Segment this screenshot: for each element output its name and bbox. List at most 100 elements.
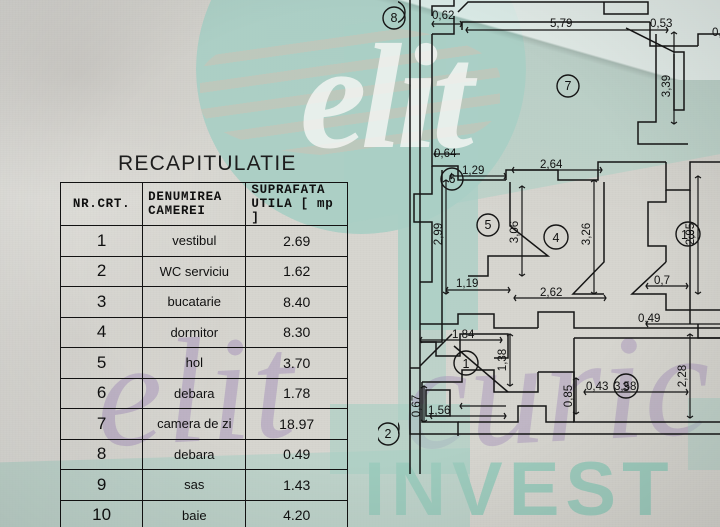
dim-5-79: 5,79 <box>550 18 572 30</box>
dim-3-39: 3,39 <box>661 75 673 97</box>
cell-area: 8.40 <box>245 286 348 318</box>
cell-area: 1.43 <box>245 469 348 501</box>
dim-2-62: 2,62 <box>540 287 562 299</box>
cell-area: 18.97 <box>245 408 348 440</box>
floor-plan-drawing: 0,62 5,79 0,53 0,9 3,39 0,64 1,29 2,64 2… <box>398 0 720 474</box>
room-number-13: 13 <box>681 228 695 242</box>
cell-room-name: camera de zi <box>142 408 247 440</box>
recapitulatie-table: NR.CRT. DENUMIREA CAMEREI SUPRAFATA UTIL… <box>59 182 348 527</box>
cell-room-name: dormitor <box>142 316 247 348</box>
plan-room-markers <box>398 1 701 435</box>
room-marker-circle-3 <box>613 373 639 399</box>
cell-area: 1.78 <box>245 377 348 409</box>
dim-0-64: 0,64 <box>434 148 457 160</box>
cell-area: 4.20 <box>245 499 348 527</box>
dim-2-99: 2,99 <box>433 223 445 245</box>
dim-1-29: 1,29 <box>462 165 484 177</box>
cell-area: 3.70 <box>245 347 348 379</box>
room-number-4: 4 <box>553 231 560 245</box>
room-number-2-outer: 2 <box>385 427 392 441</box>
room-marker-circle-7 <box>556 74 580 98</box>
cell-room-name: debara <box>142 438 247 470</box>
dim-1-19: 1,19 <box>456 278 478 290</box>
room-number-5: 5 <box>485 218 492 232</box>
dim-3-06: 3,06 <box>509 221 521 243</box>
column-header-nr: NR.CRT. <box>59 182 144 226</box>
dim-0-9: 0,9 <box>712 27 720 39</box>
cell-area: 1.62 <box>245 255 348 287</box>
cell-nr: 6 <box>59 377 144 409</box>
cell-nr: 9 <box>59 469 144 501</box>
cell-area: 2.69 <box>245 225 348 257</box>
room-marker-circle-13 <box>675 221 701 247</box>
room-marker-circle-5 <box>476 213 500 237</box>
recapitulatie-title: RECAPITULATIE <box>118 152 297 175</box>
dim-2-64: 2,64 <box>540 159 563 171</box>
invest-brand-watermark: INVEST <box>364 447 675 527</box>
dim-0-43: 0,43 <box>586 381 608 393</box>
room-number-8-outer: 8 <box>391 11 398 25</box>
room-marker-circle-1 <box>453 350 479 376</box>
cell-room-name: baie <box>142 499 247 527</box>
room-number-1: 1 <box>463 357 470 371</box>
dim-2-95: 2,95 <box>685 223 697 245</box>
floor-plan-svg: 0,62 5,79 0,53 0,9 3,39 0,64 1,29 2,64 2… <box>398 0 720 474</box>
dim-0-85: 0,85 <box>563 385 575 407</box>
room-marker-circle-8-outer <box>382 6 406 30</box>
cell-room-name: vestibul <box>142 225 247 257</box>
room-number-6: 6 <box>449 172 456 186</box>
dim-3-26: 3,26 <box>581 223 593 245</box>
room-marker-circle-8 <box>398 1 406 23</box>
dim-2-28: 2,28 <box>677 365 689 387</box>
cell-room-name: hol <box>142 347 247 379</box>
cell-nr: 2 <box>59 255 144 287</box>
room-marker-circle-2 <box>398 421 400 435</box>
dim-3-58: 3,58 <box>614 381 636 393</box>
room-number-7: 7 <box>565 79 572 93</box>
plan-left-markers: 8 2 <box>378 6 406 446</box>
room-marker-circle-4 <box>543 224 569 250</box>
dim-0-67: 0,67 <box>411 395 423 417</box>
column-header-area: SUPRAFATA UTILA [ mp ] <box>245 182 348 226</box>
cell-nr: 5 <box>59 347 144 379</box>
dim-0-53: 0,53 <box>650 18 672 30</box>
dim-0-7: 0,7 <box>654 275 670 287</box>
room-number-3: 3 <box>623 380 630 394</box>
cell-room-name: sas <box>142 469 247 501</box>
column-header-room-name-line2: CAMEREI <box>148 204 206 218</box>
dim-0-62: 0,62 <box>432 10 454 22</box>
plan-dimension-labels: 0,62 5,79 0,53 0,9 3,39 0,64 1,29 2,64 2… <box>411 10 720 417</box>
dim-0-49: 0,49 <box>638 313 660 325</box>
column-header-area-line1: SUPRAFATA <box>251 183 326 197</box>
dim-1-38: 1,38 <box>497 349 509 371</box>
cell-nr: 1 <box>59 225 144 257</box>
dim-1-84: 1,84 <box>452 329 475 341</box>
cell-nr: 3 <box>59 286 144 318</box>
cell-room-name: bucatarie <box>142 286 247 318</box>
dim-1-56: 1,56 <box>428 405 450 417</box>
cell-nr: 10 <box>59 499 144 527</box>
column-header-room-name-line1: DENUMIREA <box>148 190 222 204</box>
table-head: NR.CRT. DENUMIREA CAMEREI SUPRAFATA UTIL… <box>59 182 348 226</box>
room-marker-circle-6 <box>440 167 464 191</box>
cell-nr: 7 <box>59 408 144 440</box>
cell-area: 8.30 <box>245 316 348 348</box>
column-header-area-line2: UTILA [ mp ] <box>251 197 334 225</box>
plan-dimension-lines <box>419 20 720 423</box>
cell-room-name: debara <box>142 377 247 409</box>
room-marker-circle-2-outer <box>378 422 400 446</box>
plan-room-numbers: 8 7 6 5 4 13 1 2 3 <box>449 79 695 394</box>
cell-nr: 4 <box>59 316 144 348</box>
